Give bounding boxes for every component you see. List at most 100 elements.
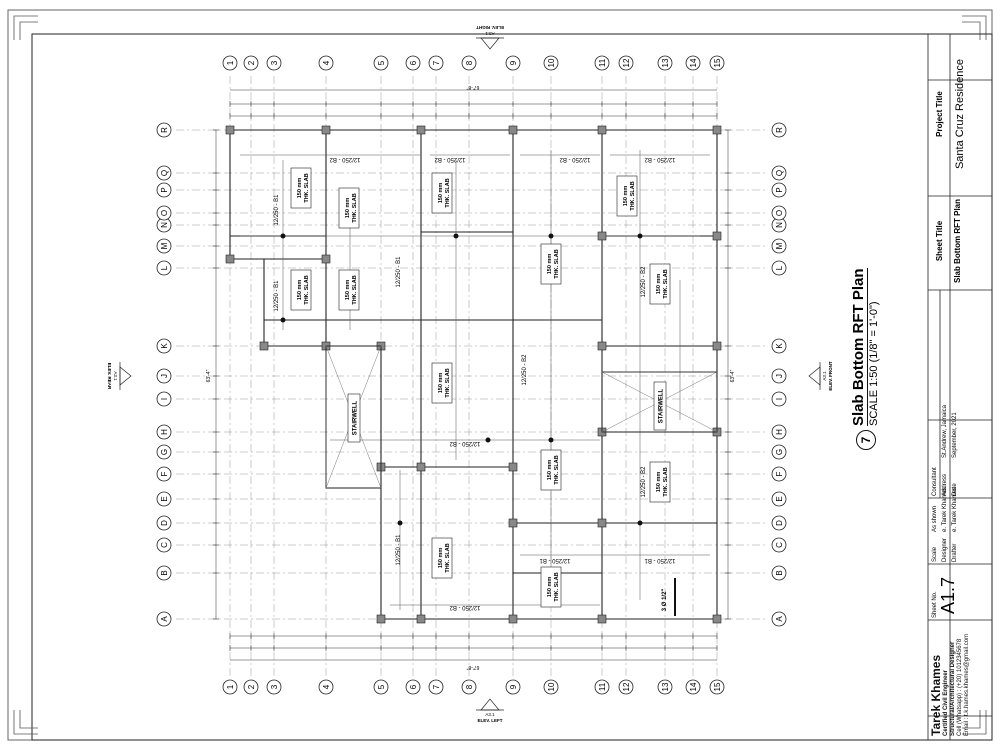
- slab-label-line2: THK. SLAB: [554, 249, 560, 278]
- column: [597, 341, 607, 351]
- bar-callout-b2: 12/250 - B2: [449, 604, 481, 610]
- grid-bubble-bottom: 15: [713, 682, 722, 691]
- grid-bubble-bottom-circle: [373, 679, 389, 695]
- grid-bubble-left: N: [160, 222, 169, 228]
- slab-label-line2: THK. SLAB: [304, 275, 310, 304]
- column: [508, 518, 518, 528]
- grid-bubble-left-circle: [156, 260, 172, 276]
- slab-label-box: [649, 263, 671, 305]
- grid-bubble-right-circle: [771, 444, 787, 460]
- slab-label-line1: 150 mm: [656, 274, 662, 295]
- grid-bubble-bottom-circle: [405, 679, 421, 695]
- grid-bubble-bottom: 7: [432, 684, 441, 689]
- slab-label-line2: THK. SLAB: [663, 269, 669, 298]
- grid-bubble-left-circle: [156, 391, 172, 407]
- grid-bubble-right-circle: [771, 182, 787, 198]
- stairwell-label: STAIRWELL: [659, 388, 665, 423]
- stairwell-label-box: [347, 393, 361, 443]
- rebar-node: [453, 233, 459, 239]
- grid-bubble-bottom: 9: [509, 684, 518, 689]
- grid-bubble-bottom-circle: [594, 679, 610, 695]
- grid-bubble-right: I: [775, 398, 784, 400]
- slab-label-line2: THK. SLAB: [445, 178, 451, 207]
- grid-bubble-right: G: [775, 449, 784, 455]
- overall-dim-left: 63'-4": [206, 369, 212, 382]
- grid-bubble-left-circle: [156, 424, 172, 440]
- bar-callout-b2: 12/250 - B2: [559, 156, 591, 162]
- grid-bubble-bottom: 13: [661, 682, 670, 691]
- column: [712, 231, 722, 241]
- slab-label-line1: 150 mm: [547, 577, 553, 598]
- company-email: Email : t.k.hames.khames@gmail.com: [964, 633, 970, 736]
- grid-bubble-top-circle: [428, 55, 444, 71]
- grid-bubble-top: 15: [713, 58, 722, 67]
- slab-label-box: [290, 269, 312, 311]
- column: [508, 614, 518, 624]
- elev-marker-left-arrow: [119, 366, 132, 386]
- grid-bubble-bottom: 8: [465, 684, 474, 689]
- grid-bubble-right: H: [775, 429, 784, 435]
- slab-label-line2: THK. SLAB: [352, 193, 358, 222]
- grid-bubble-bottom-circle: [543, 679, 559, 695]
- bar-note: 3 Ø 1/2": [662, 589, 668, 612]
- rebar-node: [548, 437, 554, 443]
- address-value: St.Andrew, Jamaica: [942, 404, 948, 458]
- inner-border: [31, 33, 993, 741]
- bar-callout-b1: 12/250 - B1: [274, 194, 280, 226]
- grid-bubble-top-circle: [709, 55, 725, 71]
- stairwell-outline: [601, 371, 718, 433]
- slab-label-line2: THK. SLAB: [630, 181, 636, 210]
- column: [225, 125, 235, 135]
- slab-label-line2: THK. SLAB: [554, 455, 560, 484]
- grid-bubble-bottom-circle: [428, 679, 444, 695]
- grid-bubble-left: P: [160, 187, 169, 192]
- grid-bubble-top: 4: [322, 60, 331, 65]
- grid-bubble-top: 6: [409, 60, 418, 65]
- column: [508, 125, 518, 135]
- slab-label-box: [431, 362, 453, 404]
- grid-bubble-left-circle: [156, 466, 172, 482]
- grid-bubble-left: A: [160, 616, 169, 622]
- grid-bubble-right-circle: [771, 238, 787, 254]
- bar-callout-b1: 12/250 - B1: [644, 557, 676, 563]
- grid-bubble-top: 8: [465, 60, 474, 65]
- grid-bubble-right-circle: [771, 537, 787, 553]
- slab-label-box: [338, 187, 360, 229]
- grid-bubble-top-circle: [505, 55, 521, 71]
- column: [321, 254, 331, 264]
- grid-bubble-right: D: [775, 520, 784, 526]
- grid-bubble-top-circle: [243, 55, 259, 71]
- slab-label-line1: 150 mm: [345, 280, 351, 301]
- grid-bubble-bottom: 3: [270, 684, 279, 689]
- grid-bubble-right: B: [775, 570, 784, 575]
- bar-callout-b2: 12/250 - B2: [329, 156, 361, 162]
- grid-bubble-top-circle: [543, 55, 559, 71]
- overall-dim-right: 63'-4": [730, 369, 736, 382]
- grid-bubble-left: R: [160, 127, 169, 133]
- grid-bubble-left-circle: [156, 515, 172, 531]
- drawing-title: Slab Bottom RFT Plan: [850, 268, 868, 426]
- bar-callout-b1: 12/250 - B1: [274, 280, 280, 312]
- grid-bubble-left: L: [160, 265, 169, 270]
- date-label: Date: [952, 483, 958, 496]
- grid-bubble-left: I: [160, 398, 169, 400]
- rebar-node: [637, 520, 643, 526]
- grid-bubble-right: M: [775, 242, 784, 249]
- grid-bubble-bottom: 12: [622, 682, 631, 691]
- grid-bubble-bottom-circle: [709, 679, 725, 695]
- grid-bubble-left: C: [160, 542, 169, 548]
- sheet-title-label: Sheet Title: [935, 220, 944, 262]
- outer-border: [7, 9, 993, 741]
- slab-label-box: [431, 537, 453, 579]
- grid-bubble-top: 13: [661, 58, 670, 67]
- column: [597, 125, 607, 135]
- elev-marker-bottom-ref: A3.1: [485, 712, 495, 717]
- grid-bubble-top-circle: [373, 55, 389, 71]
- grid-bubble-right-circle: [771, 391, 787, 407]
- grid-bubble-right: P: [775, 187, 784, 192]
- grid-bubble-left: G: [160, 449, 169, 455]
